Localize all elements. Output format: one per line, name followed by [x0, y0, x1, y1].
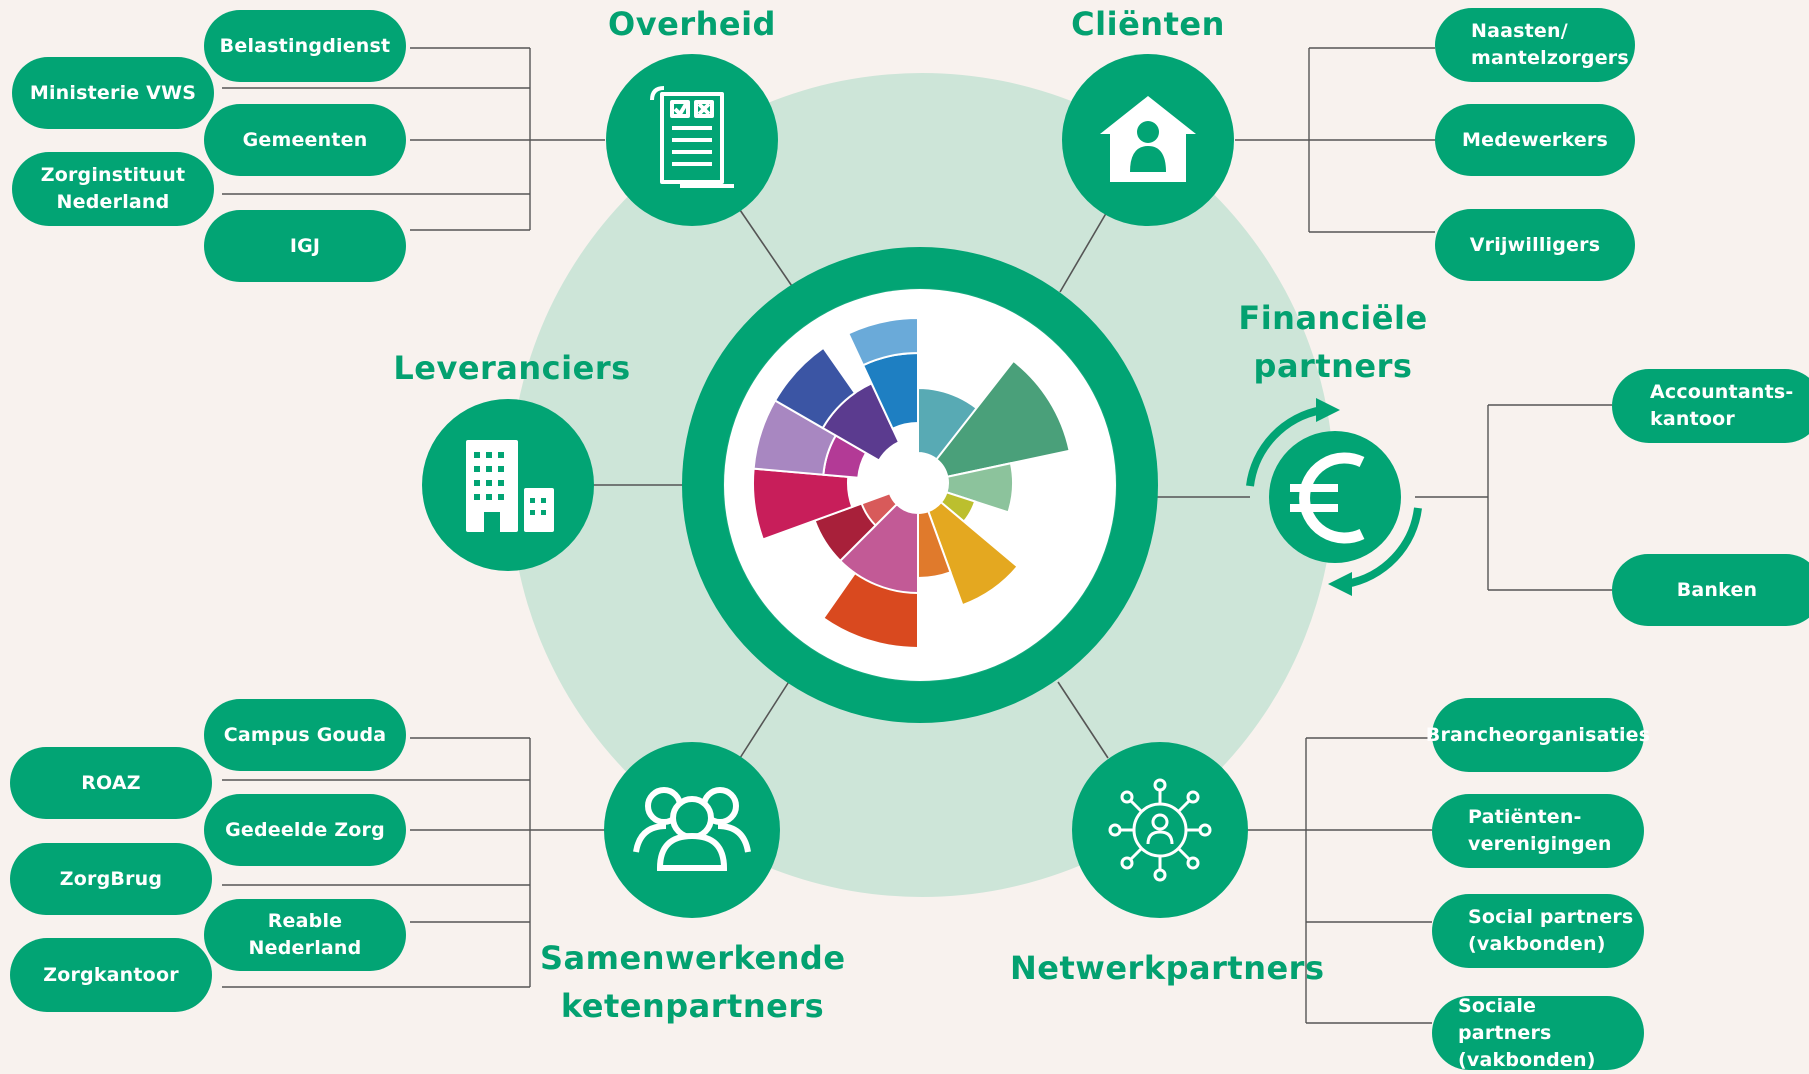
samenwerkende-item-gedeelde-zorg: Gedeelde Zorg [204, 794, 406, 866]
samenwerkende-item-zorgbrug: ZorgBrug [10, 843, 212, 915]
spoke-samenwerkende [739, 679, 791, 759]
spoke-netwerk [1057, 681, 1109, 759]
clienten-item-vrijwilligers: Vrijwilligers [1435, 209, 1635, 281]
overheid-item-ministerie-vws: Ministerie VWS [12, 57, 214, 129]
document-checklist-icon [650, 86, 734, 188]
people-group-icon [633, 787, 751, 871]
clienten-title: Cliënten [1071, 5, 1225, 43]
samenwerkende-item-roaz: ROAZ [10, 747, 212, 819]
connectors [222, 47, 1612, 1024]
netwerk-item-brancheorganisaties: Brancheorganisaties [1426, 698, 1650, 772]
overheid-item-belastingdienst: Belastingdienst [204, 10, 406, 82]
overheid-item-zorginstituut: Zorginstituut Nederland [12, 152, 214, 226]
sunburst-logo [752, 316, 1071, 650]
clienten-item-naasten: Naasten/ mantelzorgers [1435, 8, 1635, 82]
clienten-item-medewerkers: Medewerkers [1435, 104, 1635, 176]
netwerk-item-patientenverenigingen: Patiënten- verenigingen [1432, 794, 1644, 868]
person-network-icon [1108, 778, 1212, 882]
samenwerkende-item-campus-gouda: Campus Gouda [204, 699, 406, 771]
overheid-title: Overheid [608, 5, 776, 43]
financiele-icon-circle [1269, 431, 1401, 563]
sunburst-segment-5 [926, 500, 1019, 607]
spoke-clienten [1059, 209, 1109, 293]
spoke-overheid [739, 209, 797, 293]
samenwerkende-item-zorgkantoor: Zorgkantoor [10, 938, 212, 1012]
samenwerkende-title: Samenwerkende ketenpartners [540, 939, 846, 1025]
sunburst-segment-2 [935, 359, 1071, 478]
sunburst-center-hole [890, 455, 946, 511]
financiele-item-banken: Banken [1612, 554, 1809, 626]
sunburst-segment-17 [846, 316, 919, 367]
house-person-icon [1100, 96, 1196, 182]
netwerk-item-sociale-partners: Sociale partners (vakbonden) [1432, 995, 1644, 1071]
overheid-item-gemeenten: Gemeenten [204, 104, 406, 176]
leveranciers-title: Leveranciers [393, 349, 631, 387]
netwerk-title: Netwerkpartners [1010, 949, 1325, 987]
spokes [592, 209, 1250, 759]
samenwerkende-item-reable: Reable Nederland [204, 899, 406, 971]
netwerk-item-social-partners: Social partners (vakbonden) [1432, 894, 1644, 968]
financiele-item-accountantskantoor: Accountants- kantoor [1612, 369, 1809, 443]
financiele-title: Financiële partners [1238, 299, 1428, 385]
sunburst-segment-3 [945, 462, 1014, 514]
sunburst-segment-15 [773, 346, 857, 430]
euro-cycle-icon [1246, 398, 1422, 596]
overheid-item-igj: IGJ [204, 210, 406, 282]
